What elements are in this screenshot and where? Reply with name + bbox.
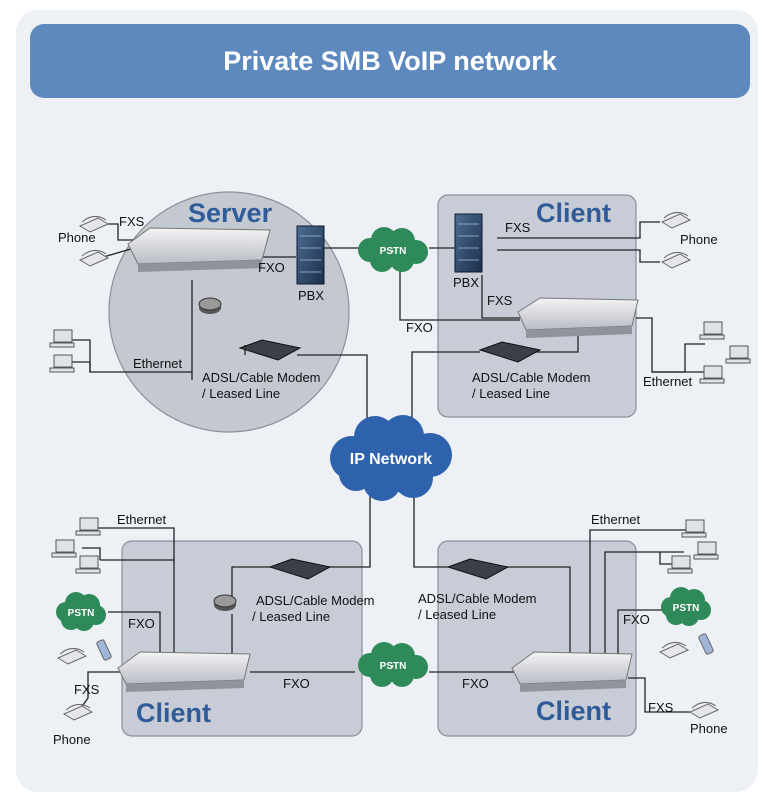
pstn-cloud-left: PSTN: [56, 592, 106, 631]
label-bl-ethernet: Ethernet: [117, 512, 167, 527]
pstn-label-top: PSTN: [380, 246, 407, 257]
pstn-label-right: PSTN: [673, 603, 700, 614]
label-server-phone: Phone: [58, 230, 96, 245]
title-banner: Private SMB VoIP network: [30, 24, 750, 98]
phone-icons: [56, 212, 720, 721]
label-bl-modem-2: / Leased Line: [252, 609, 330, 624]
pstn-label-left: PSTN: [68, 608, 95, 619]
label-tr-modem-1: ADSL/Cable Modem: [472, 370, 591, 385]
diagram-title: Private SMB VoIP network: [223, 45, 557, 76]
connection-labels: FXS Phone FXO PBX Ethernet ADSL/Cable Mo…: [53, 214, 728, 747]
voip-gateway-bottom-left: [117, 651, 251, 692]
label-tr-modem-2: / Leased Line: [472, 386, 550, 401]
pbx-top-right: [454, 213, 483, 273]
server-zone-title: Server: [188, 198, 273, 228]
voip-gateway-server: [127, 227, 271, 272]
label-server-pbx: PBX: [298, 288, 324, 303]
modem-bottom-left: [268, 558, 332, 580]
label-tr-ethernet: Ethernet: [643, 374, 693, 389]
pstn-label-bottom: PSTN: [380, 661, 407, 672]
router-server: [198, 297, 222, 314]
label-tr-fxs-top: FXS: [505, 220, 531, 235]
computer-icons: [49, 321, 751, 574]
label-server-fxo: FXO: [258, 260, 285, 275]
modem-server: [238, 339, 302, 361]
pstn-cloud-bottom: PSTN: [358, 642, 428, 687]
label-server-ethernet: Ethernet: [133, 356, 183, 371]
label-br-fxo: FXO: [623, 612, 650, 627]
client-bottom-left-title: Client: [136, 698, 211, 728]
label-bl-fxo: FXO: [128, 616, 155, 631]
pstn-cloud-right: PSTN: [661, 587, 711, 626]
client-bottom-right-title: Client: [536, 696, 611, 726]
label-server-modem-2: / Leased Line: [202, 386, 280, 401]
voip-gateway-bottom-right: [511, 651, 633, 692]
ip-network-label: IP Network: [350, 451, 433, 468]
label-br-ethernet: Ethernet: [591, 512, 641, 527]
label-tr-phone: Phone: [680, 232, 718, 247]
voip-gateway-top-right: [517, 297, 639, 338]
label-br-modem-2: / Leased Line: [418, 607, 496, 622]
label-br-modem-1: ADSL/Cable Modem: [418, 591, 537, 606]
client-top-right-title: Client: [536, 198, 611, 228]
label-server-modem-1: ADSL/Cable Modem: [202, 370, 321, 385]
label-server-fxs: FXS: [119, 214, 145, 229]
label-tr-pbx: PBX: [453, 275, 479, 290]
label-br-fxs: FXS: [648, 700, 674, 715]
label-tr-fxo: FXO: [406, 320, 433, 335]
label-mid-fxo-left: FXO: [283, 676, 310, 691]
label-bl-fxs: FXS: [74, 682, 100, 697]
label-bl-phone: Phone: [53, 732, 91, 747]
modem-top-right: [478, 341, 542, 363]
router-bottom-left: [213, 594, 237, 611]
pstn-cloud-top: PSTN: [358, 227, 428, 272]
modem-bottom-right: [446, 558, 510, 580]
label-tr-fxs-mid: FXS: [487, 293, 513, 308]
label-bl-modem-1: ADSL/Cable Modem: [256, 593, 375, 608]
label-br-phone: Phone: [690, 721, 728, 736]
pbx-server: [296, 225, 325, 285]
ip-network-cloud: IP Network: [330, 415, 452, 501]
label-mid-fxo-right: FXO: [462, 676, 489, 691]
